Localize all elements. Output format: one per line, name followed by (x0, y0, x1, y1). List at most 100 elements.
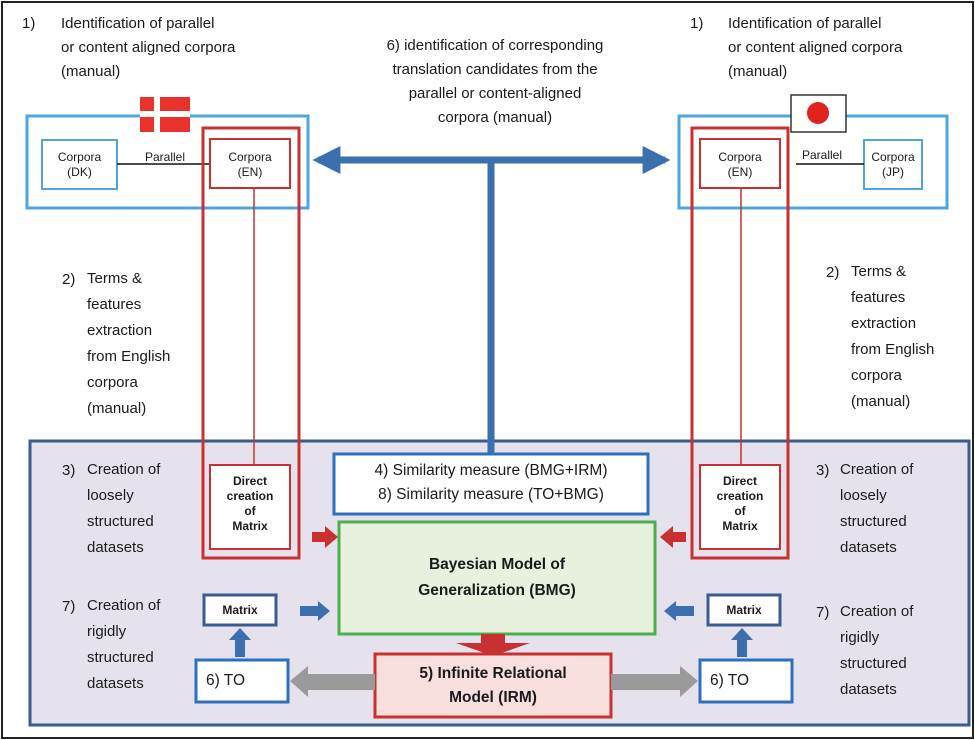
to-label-right: 6) TO (710, 672, 750, 689)
right-step7-line: structured (840, 655, 907, 672)
parallel-label-left: Parallel (144, 150, 186, 164)
corpora-en-label-right: Corpora (EN) (700, 150, 780, 180)
bmg-line: Generalization (BMG) (418, 582, 576, 599)
right-step2-line: Terms & (851, 263, 907, 280)
right-step2-line: corpora (851, 367, 902, 384)
corpora-jp-box (863, 139, 923, 190)
left-step1-text: Identification of parallel or content al… (61, 12, 311, 84)
right-step3-line: structured (840, 513, 907, 530)
right-step7-line: Creation of (840, 603, 914, 620)
matrix-box-right (706, 593, 782, 627)
red-arrow-right (660, 526, 686, 548)
irm-label: 5) Infinite Relational Model (IRM) (377, 662, 609, 710)
corpora-dk-line: Corpora (57, 150, 102, 164)
gray-arrow-left (290, 666, 375, 697)
right-step7-line: datasets (840, 681, 897, 698)
matrix-label-left: Matrix (222, 603, 258, 617)
right-step1-number: 1) (690, 15, 704, 32)
left-step7-line: datasets (87, 675, 144, 692)
corpora-dk-line: (DK) (67, 165, 92, 179)
step6-line: corpora (manual) (437, 109, 553, 126)
parallel-label-right: Parallel (801, 148, 843, 162)
similarity-line-2: 8) Similarity measure (TO+BMG) (378, 486, 604, 503)
left-step1-line: or content aligned corpora (61, 39, 236, 56)
corpora-en-line: Corpora (228, 150, 272, 164)
left-step7-line: Creation of (87, 597, 161, 614)
left-step2-line: from English (87, 348, 171, 365)
direct-line: Direct (722, 474, 757, 488)
step6-line: translation candidates from the (392, 61, 598, 78)
bmg-box (337, 520, 657, 636)
right-step2-line: from English (851, 341, 935, 358)
left-step3-line: Creation of (87, 461, 161, 478)
right-step2-line: extraction (851, 315, 917, 332)
step6-line: 6) identification of corresponding (386, 37, 604, 54)
left-step2-line: features (87, 296, 142, 313)
japanese-flag (790, 94, 847, 133)
left-step1-line: Identification of parallel (61, 15, 215, 32)
step6-text: 6) identification of corresponding trans… (330, 34, 660, 130)
right-en-column (690, 126, 790, 560)
left-step2-text: Terms & features extraction from English… (87, 266, 202, 422)
bmg-line: Bayesian Model of (428, 556, 566, 573)
right-step2-line: (manual) (851, 393, 911, 410)
left-step3-line: loosely (87, 487, 134, 504)
direct-line: creation (716, 489, 764, 503)
direct-line: Direct (232, 474, 267, 488)
left-step2-number: 2) (62, 271, 76, 288)
direct-matrix-box-left (209, 464, 291, 550)
blue-arrow-left (300, 601, 330, 621)
right-step1-text: Identification of parallel or content al… (728, 12, 973, 84)
right-step7-text: Creation of rigidly structured datasets (840, 599, 965, 703)
similarity-measure-text: 4) Similarity measure (BMG+IRM) 8) Simil… (336, 459, 646, 507)
direct-line: Matrix (232, 519, 268, 533)
direct-line: Matrix (722, 519, 758, 533)
direct-line: of (244, 504, 256, 518)
right-step3-line: Creation of (840, 461, 914, 478)
right-step7-number: 7) (816, 604, 830, 621)
irm-line: 5) Infinite Relational (419, 665, 567, 682)
left-step1-line: (manual) (61, 63, 121, 80)
red-arrow-left (312, 526, 338, 548)
direct-matrix-label-right: Direct creation of Matrix (700, 474, 780, 534)
corpora-en-line: (EN) (237, 165, 263, 179)
direct-matrix-label-left: Direct creation of Matrix (210, 474, 290, 534)
right-step7-line: rigidly (840, 629, 880, 646)
left-step3-line: structured (87, 513, 154, 530)
step6-line: parallel or content-aligned (408, 85, 582, 102)
left-step7-text: Creation of rigidly structured datasets (87, 593, 202, 697)
right-step2-number: 2) (826, 264, 840, 281)
direct-line: creation (226, 489, 274, 503)
left-step1-number: 1) (22, 15, 36, 32)
right-step1-line: Identification of parallel (728, 15, 882, 32)
corpora-en-line: Corpora (718, 150, 762, 164)
to-box-left (194, 658, 290, 704)
left-step2-line: Terms & (87, 270, 143, 287)
matrix-label-right: Matrix (726, 603, 762, 617)
left-step3-line: datasets (87, 539, 144, 556)
red-arrow-down (456, 634, 530, 656)
irm-box (373, 652, 613, 719)
danish-flag (140, 97, 190, 132)
direct-matrix-box-right (699, 464, 781, 550)
corpora-en-label-left: Corpora (EN) (210, 150, 290, 180)
corpora-jp-line: (JP) (882, 165, 904, 179)
right-step1-line: or content aligned corpora (728, 39, 903, 56)
corpora-dk-label: Corpora (DK) (42, 150, 117, 180)
corpora-en-box-left (209, 138, 291, 189)
left-step2-line: (manual) (87, 400, 147, 417)
gray-arrow-right (611, 666, 698, 697)
right-step2-text: Terms & features extraction from English… (851, 259, 971, 415)
left-step7-line: rigidly (87, 623, 127, 640)
right-step3-text: Creation of loosely structured datasets (840, 457, 965, 561)
similarity-measure-box (332, 452, 650, 516)
bmg-label: Bayesian Model of Generalization (BMG) (341, 552, 653, 604)
to-label-left: 6) TO (206, 672, 246, 689)
right-step3-line: loosely (840, 487, 887, 504)
right-step3-number: 3) (816, 462, 830, 479)
left-step7-number: 7) (62, 598, 76, 615)
up-arrow-right (731, 628, 753, 657)
right-step2-line: features (851, 289, 906, 306)
